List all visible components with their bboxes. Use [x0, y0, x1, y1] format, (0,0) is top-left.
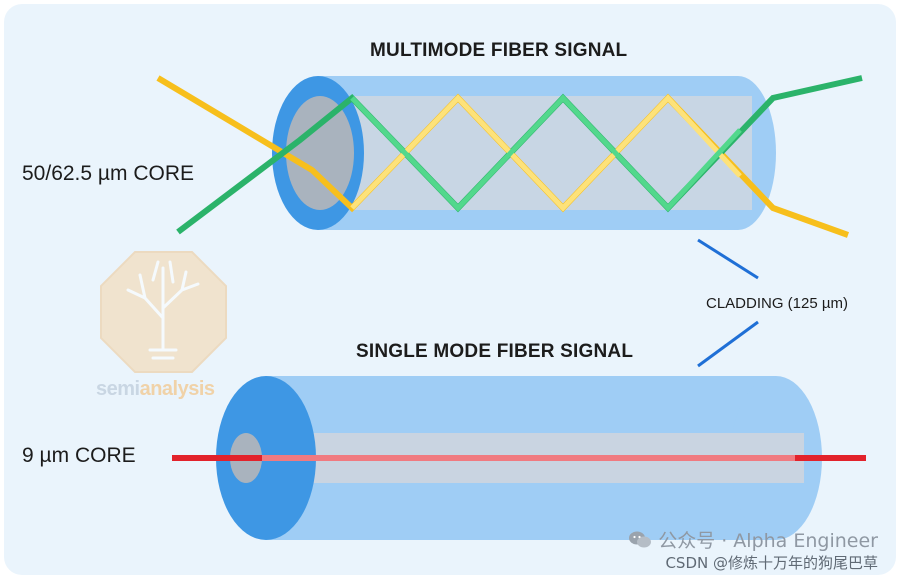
single-mode-fiber	[172, 376, 866, 540]
multimode-core-body	[318, 96, 752, 210]
singlemode-title: SINGLE MODE FIBER SIGNAL	[356, 341, 634, 362]
singlemode-core-label: 9 µm CORE	[22, 444, 136, 467]
wechat-account-line: 公众号 · Alpha Engineer	[628, 529, 878, 553]
multimode-core-face	[286, 96, 354, 210]
cladding-label: CLADDING (125 µm)	[706, 295, 849, 312]
multimode-core-label: 50/62.5 µm CORE	[22, 162, 194, 185]
multimode-ray-yellow-inner	[350, 94, 742, 212]
cladding-pointer-lower	[697, 320, 759, 368]
wechat-icon	[629, 531, 652, 548]
footer-watermark: 公众号 · Alpha Engineer CSDN @修炼十万年的狗尾巴草	[628, 529, 878, 573]
multimode-title: MULTIMODE FIBER SIGNAL	[370, 40, 628, 61]
multimode-ray-green-inner	[350, 94, 742, 212]
semianalysis-logo	[100, 251, 227, 373]
multimode-fiber	[156, 75, 863, 238]
csdn-credit-line: CSDN @修炼十万年的狗尾巴草	[665, 554, 878, 572]
cladding-pointer-upper	[697, 238, 759, 280]
semianalysis-watermark: semianalysis	[96, 378, 215, 400]
